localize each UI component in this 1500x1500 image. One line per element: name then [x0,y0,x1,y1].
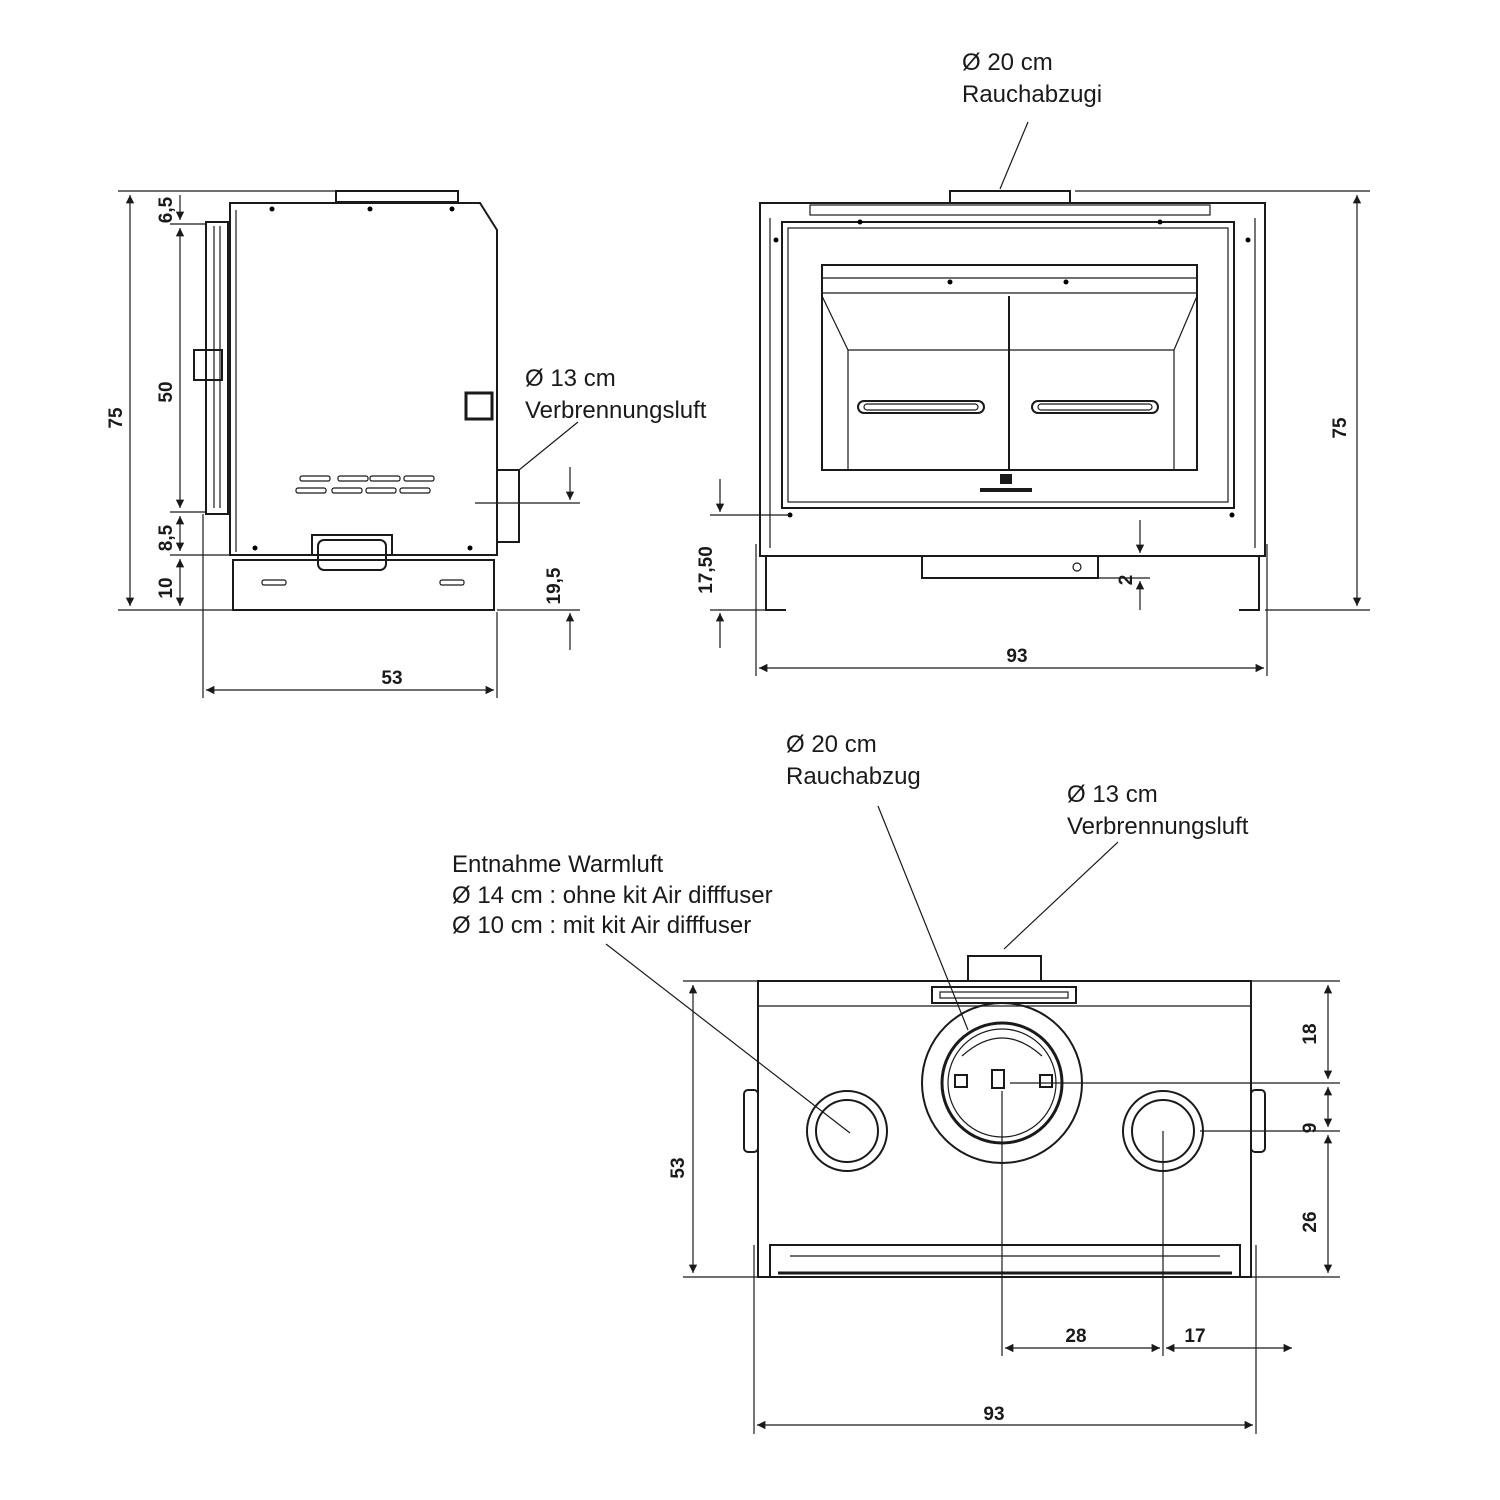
side-hinge [193,349,223,381]
top-air-diameter: Ø 13 cm [1067,781,1158,808]
side-base [232,559,495,611]
front-flue-diameter: Ø 20 cm [962,49,1053,76]
top-warm-line2: Ø 10 cm : mit kit Air difffuser [452,912,751,939]
top-air-label: Verbrennungsluft [1067,813,1249,840]
top-dim-26: 26 [1300,1211,1321,1232]
top-flue-label: Rauchabzug [786,763,921,790]
top-warm-outlet-left [806,1090,888,1172]
side-view: Ø 13 cm Verbrennungsluft 75 6,5 50 8,5 1… [106,190,707,698]
top-dim-9: 9 [1300,1123,1321,1134]
top-warm-line1: Ø 14 cm : ohne kit Air difffuser [452,882,773,909]
front-foot-left [765,556,786,611]
top-body [757,980,1252,1278]
front-dimensions [710,121,1370,676]
top-handle-right [1250,1089,1266,1153]
side-door-frame [205,221,229,515]
side-dim-middle: 50 [156,381,177,402]
top-view: Ø 20 cm Rauchabzug Ø 13 cm Verbrennungsl… [452,731,1340,1434]
top-dim-depth: 53 [668,1157,689,1178]
side-body-outline [229,202,498,556]
side-dim-air-height: 19,5 [544,567,565,604]
front-dim-feet: 17,50 [696,546,717,594]
front-grille-right [1031,400,1159,414]
top-warm-title: Entnahme Warmluft [452,851,664,878]
top-air-inlet [967,955,1042,982]
front-flue-collar [949,190,1071,204]
side-dim-base: 10 [156,577,177,598]
side-air-inlet [496,469,520,543]
side-vent-slots [295,475,435,494]
side-handle [311,534,393,555]
brand-logo [980,474,1032,492]
side-air-label: Verbrennungsluft [525,397,707,424]
front-outer-frame [759,202,1266,557]
side-dim-depth: 53 [381,668,402,689]
front-dim-width: 93 [1006,646,1027,667]
side-dim-top: 6,5 [156,196,177,223]
top-dimensions [605,805,1340,1434]
front-door [781,221,1235,509]
front-view: Ø 20 cm Rauchabzugi 75 17,50 2 93 [696,49,1370,676]
front-dim-total-height: 75 [1330,417,1351,439]
side-dimensions [118,190,580,698]
side-dim-total-height: 75 [106,407,127,429]
top-front-frame [769,1244,1241,1278]
side-inspection-square [464,391,494,421]
top-dim-28: 28 [1065,1326,1086,1347]
front-dim-gap: 2 [1116,575,1137,586]
side-screws [252,206,473,551]
top-dim-17: 17 [1184,1326,1205,1347]
side-flue-collar [335,190,459,203]
side-air-diameter: Ø 13 cm [525,365,616,392]
front-flue-label: Rauchabzugi [962,81,1102,108]
front-grille-left [857,400,985,414]
top-dim-width: 93 [983,1404,1004,1425]
front-ash-drawer [921,555,1099,579]
top-flue-diameter: Ø 20 cm [786,731,877,758]
front-foot-right [1239,556,1260,611]
top-handle-left [743,1089,759,1153]
top-dim-18: 18 [1300,1023,1321,1044]
side-dim-lower: 8,5 [156,524,177,551]
